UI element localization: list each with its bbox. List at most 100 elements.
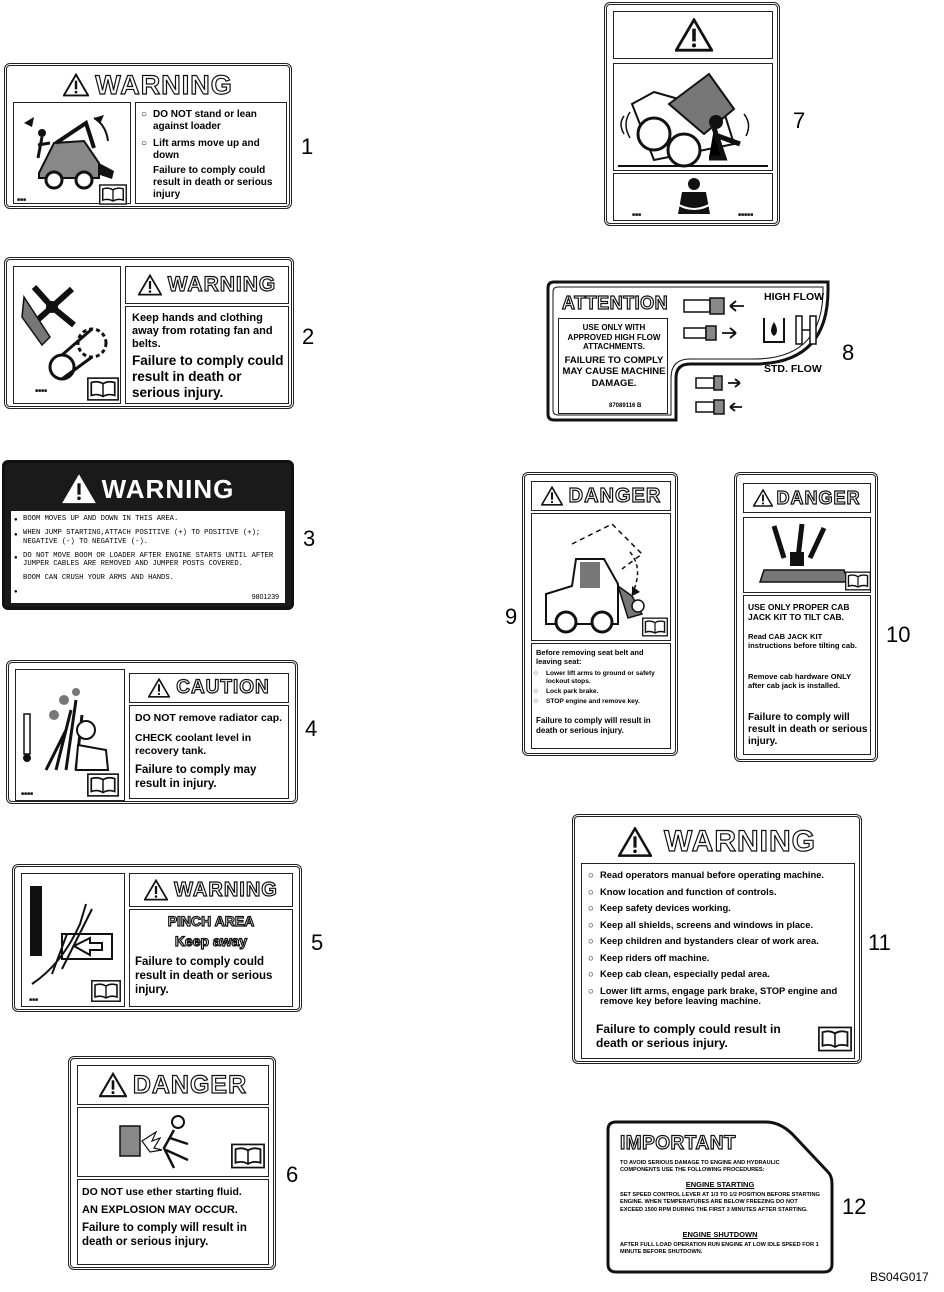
- pictogram-panel: [13, 102, 131, 204]
- loader-lift-arm-icon: [545, 523, 645, 634]
- warning-triangle-icon: [62, 474, 96, 504]
- message-list: DO NOT stand or lean against loader Lift…: [141, 109, 285, 162]
- message-line: BOOM MOVES UP AND DOWN IN THIS AREA.: [23, 515, 179, 523]
- decal-2: ■■■■ WARNING Keep hands and clothing awa…: [4, 257, 294, 409]
- message-line: Read operators manual before operating m…: [588, 869, 852, 881]
- failure-text: Failure to comply will result in death o…: [748, 712, 868, 747]
- seatbelt-panel: ■■■ ■■■■■: [613, 173, 773, 221]
- callout-number: 4: [305, 716, 318, 741]
- message-panel: USE ONLY WITH APPROVED HIGH FLOW ATTACHM…: [558, 318, 668, 414]
- warning-triangle-icon: [63, 73, 89, 97]
- decal-9: DANGER Before removing seat belt and lea…: [522, 472, 678, 756]
- header-panel: CAUTION: [129, 673, 289, 703]
- decal-code: 9801239: [251, 594, 279, 601]
- callout-number: 3: [303, 526, 316, 551]
- message-line: DO NOT stand or lean against loader: [141, 109, 285, 133]
- message-panel: USE ONLY PROPER CAB JACK KIT TO TILT CAB…: [743, 595, 871, 755]
- decal-header: WARNING: [5, 473, 291, 505]
- header-text: DANGER: [132, 1070, 248, 1099]
- message-line: Before removing seat belt and leaving se…: [536, 648, 644, 666]
- pictogram-panel: [613, 63, 773, 171]
- header-text: WARNING: [95, 69, 233, 100]
- callout-number: 6: [286, 1162, 299, 1187]
- decal-4: ■■■■ CAUTION DO NOT remove radiator cap.…: [6, 660, 298, 804]
- operator-manual-icon: [818, 1026, 852, 1052]
- figure-code: BS04G017: [870, 1270, 929, 1284]
- message-line: PINCH AREA: [167, 913, 255, 929]
- message-panel: Read operators manual before operating m…: [581, 863, 855, 1059]
- message-line: DO NOT MOVE BOOM OR LOADER AFTER ENGINE …: [23, 551, 274, 569]
- header-panel: DANGER: [531, 481, 671, 511]
- failure-text: Failure to comply will result in death o…: [536, 716, 651, 735]
- message-line: DO NOT remove radiator cap.: [135, 712, 283, 724]
- header-text: WARNING: [167, 272, 277, 296]
- message-line: Remove cab hardware ONLY after cab jack …: [748, 672, 851, 691]
- decal-11: WARNING Read operators manual before ope…: [572, 814, 862, 1064]
- message-line: Keep riders off machine.: [588, 952, 852, 964]
- message-line: Lower lift arms, engage park brake, STOP…: [588, 985, 852, 1007]
- message-line: Keep safety devices working.: [588, 903, 852, 914]
- callout-number: 9: [505, 604, 518, 629]
- callout-number: 10: [886, 622, 911, 647]
- section-heading: ENGINE STARTING: [685, 1180, 755, 1189]
- message-line: Read CAB JACK KIT instructions before ti…: [748, 632, 857, 651]
- message-line: USE ONLY WITH APPROVED HIGH FLOW ATTACHM…: [567, 323, 661, 352]
- header-text: DANGER: [776, 487, 861, 508]
- warning-triangle-icon: [99, 1072, 127, 1098]
- message-line: Know location and function of controls.: [588, 886, 852, 898]
- callout-number: 1: [301, 134, 314, 159]
- message-line: Lower lift arms to ground or safety lock…: [534, 670, 670, 686]
- header-panel: DANGER: [743, 483, 871, 513]
- message-line: CHECK coolant level in recovery tank.: [135, 732, 252, 757]
- decal-10: DANGER USE ONLY PROPER CAB JACK KIT TO T…: [734, 472, 878, 762]
- decal-3: WARNING BOOM MOVES UP AND DOWN IN THIS A…: [2, 460, 294, 610]
- std-flow-label: STD. FLOW: [764, 363, 822, 375]
- message-line: Keep cab clean, especially pedal area.: [588, 969, 852, 980]
- operator-manual-icon: [231, 1143, 265, 1169]
- skid-steer-loader-icon: [24, 115, 114, 190]
- pinch-hand-icon: [30, 886, 113, 985]
- rollover-tip-icon: [618, 72, 768, 168]
- message-list: BOOM MOVES UP AND DOWN IN THIS AREA. WHE…: [11, 511, 285, 583]
- message-panel: DO NOT use ether starting fluid. AN EXPL…: [77, 1179, 269, 1265]
- high-flow-label: HIGH FLOW: [764, 291, 825, 303]
- header-text: WARNING: [174, 878, 278, 901]
- message-line: AN EXPLOSION MAY OCCUR.: [82, 1204, 238, 1216]
- decal-12-outline: [606, 1120, 834, 1274]
- message-list: Lower lift arms to ground or safety lock…: [534, 670, 670, 706]
- message-line: STOP engine and remove key.: [534, 698, 670, 706]
- failure-text: Failure to comply could result in death …: [132, 353, 284, 401]
- operator-manual-icon: [642, 617, 668, 637]
- operator-manual-icon: [87, 377, 119, 401]
- header-text: CAUTION: [176, 676, 270, 698]
- operator-manual-icon: [87, 773, 119, 797]
- callout-number: 11: [868, 930, 891, 955]
- message-line: WHEN JUMP STARTING,ATTACH POSITIVE (+) T…: [23, 529, 261, 546]
- header-text: DANGER: [568, 484, 662, 507]
- callout-number: 5: [311, 930, 324, 955]
- callout-number: 2: [302, 324, 315, 349]
- message-line: TO AVOID SERIOUS DAMAGE TO ENGINE AND HY…: [620, 1160, 780, 1174]
- header-panel: DANGER: [77, 1065, 269, 1105]
- operator-manual-icon: [845, 571, 871, 591]
- warning-triangle-icon: [144, 879, 168, 901]
- callout-number: 8: [842, 340, 855, 365]
- message-line: SET SPEED CONTROL LEVER AT 1/3 TO 1/2 PO…: [620, 1192, 820, 1213]
- message-panel: DO NOT remove radiator cap. CHECK coolan…: [129, 705, 289, 799]
- header-text: ATTENTION: [561, 293, 669, 313]
- decal-1: WARNING ■■■ DO NOT stand or lean against…: [4, 63, 292, 209]
- header-panel: WARNING: [129, 873, 293, 907]
- warning-triangle-icon: [138, 274, 162, 296]
- message-line: Keep hands and clothing away from rotati…: [132, 312, 273, 351]
- warning-triangle-icon: [541, 486, 563, 506]
- message-panel: Before removing seat belt and leaving se…: [531, 643, 671, 749]
- decal-8: ATTENTION USE ONLY WITH APPROVED HIGH FL…: [546, 280, 836, 426]
- failure-text: Failure to comply may result in injury.: [135, 764, 257, 790]
- decal-header: WARNING: [575, 823, 859, 861]
- warning-triangle-icon: [618, 827, 652, 857]
- header-panel: [613, 11, 773, 59]
- message-panel: DO NOT stand or lean against loader Lift…: [135, 102, 287, 204]
- message-line: USE ONLY PROPER CAB JACK KIT TO TILT CAB…: [748, 602, 850, 623]
- message-line: FAILURE TO COMPLY MAY CAUSE MACHINE DAMA…: [562, 355, 666, 389]
- decal-12: IMPORTANT TO AVOID SERIOUS DAMAGE TO ENG…: [606, 1120, 834, 1276]
